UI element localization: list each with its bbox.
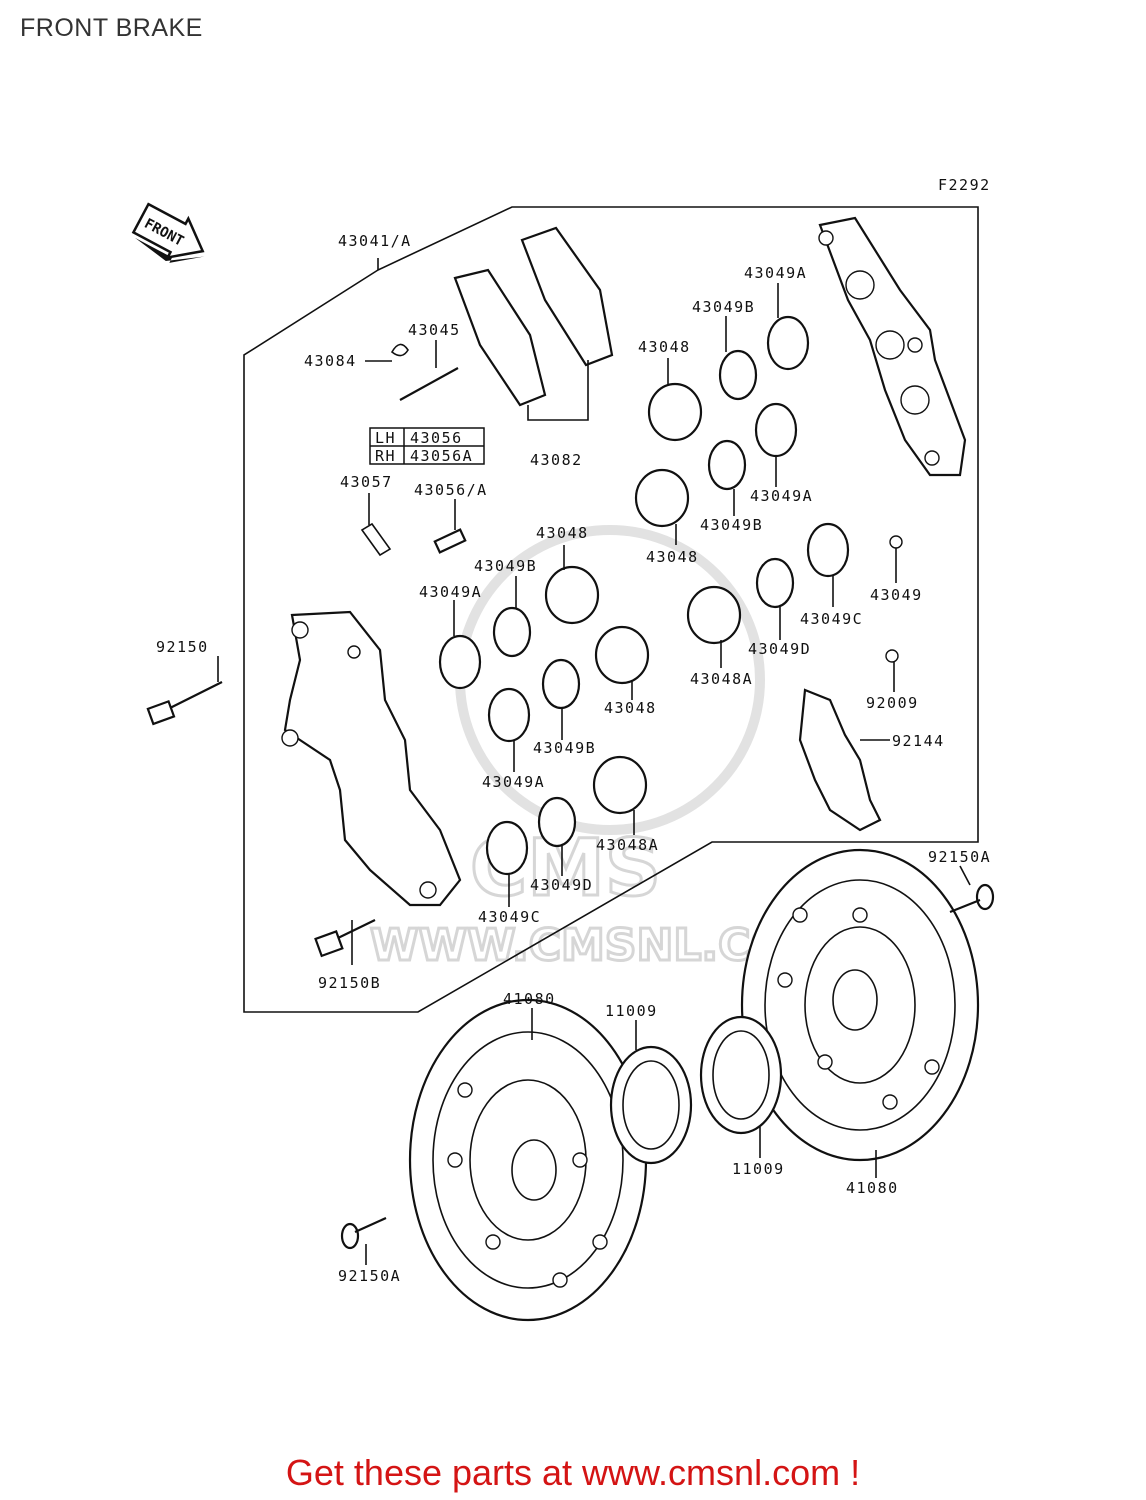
legend-side-lh: LH: [375, 429, 396, 447]
part-labels: 43041/A 43045 43084 43082 43057 43056/A …: [156, 232, 991, 1285]
label-92150a-lower: 92150A: [338, 1267, 401, 1285]
promo-prefix: Get these parts at: [285, 1452, 583, 1493]
legend-part-lh: 43056: [410, 429, 463, 447]
promo-suffix: !: [840, 1452, 861, 1493]
label-43057: 43057: [340, 473, 393, 491]
legend-side-rh: RH: [375, 447, 396, 465]
bolt-92150a-lower: [340, 1216, 387, 1250]
bolt-92150: [146, 681, 223, 726]
page-title: FRONT BRAKE: [20, 14, 203, 42]
caliper-assembly-outline: [243, 206, 979, 1013]
label-92144: 92144: [892, 732, 945, 750]
label-11009-upper: 11009: [605, 1002, 658, 1020]
bolt-92150a-upper: [949, 883, 995, 914]
label-43041-a: 43041/A: [338, 232, 412, 250]
promo-banner: Get these parts at www.cmsnl.com !: [0, 1452, 1146, 1494]
label-92150b: 92150B: [318, 974, 381, 992]
label-43049c-left: 43049C: [478, 908, 541, 926]
label-43056-a: 43056/A: [414, 481, 488, 499]
label-43049a-right: 43049A: [750, 487, 813, 505]
label-92150a-upper: 92150A: [928, 848, 991, 866]
label-43049d-left: 43049D: [530, 876, 593, 894]
label-11009-lower: 11009: [732, 1160, 785, 1178]
front-arrow-icon: FRONT: [131, 202, 205, 263]
leader-lines: [217, 283, 971, 1265]
label-43048a-left: 43048A: [596, 836, 659, 854]
pistons-left: [438, 565, 650, 876]
label-43048-upper-right: 43048: [638, 338, 691, 356]
label-92150: 92150: [156, 638, 209, 656]
label-43049a-top: 43049A: [744, 264, 807, 282]
label-43049: 43049: [870, 586, 923, 604]
label-43082: 43082: [530, 451, 583, 469]
side-legend-table: LH 43056 RH 43056A: [369, 427, 485, 465]
brake-disc-left: [408, 998, 648, 1322]
label-92009: 92009: [866, 694, 919, 712]
label-43049b-right: 43049B: [700, 516, 763, 534]
cmsnl-link[interactable]: www.cmsnl.com: [582, 1452, 841, 1493]
label-43049b-left-lower: 43049B: [533, 739, 596, 757]
label-41080-left: 41080: [503, 990, 556, 1008]
pistons-right: [634, 315, 850, 645]
brake-disc-right: [740, 848, 980, 1162]
legend-part-rh: 43056A: [410, 447, 473, 465]
label-43049c-right: 43049C: [800, 610, 863, 628]
label-43048-upper-left: 43048: [536, 524, 589, 542]
caliper-half-right: [818, 216, 967, 477]
label-43048-mid-left: 43048: [604, 699, 657, 717]
label-43084: 43084: [304, 352, 357, 370]
label-43048a-right: 43048A: [690, 670, 753, 688]
label-43049a-left-upper: 43049A: [419, 583, 482, 601]
label-43048-mid-right: 43048: [646, 548, 699, 566]
figure-code: F2292: [938, 176, 991, 194]
bolt-92150b: [314, 919, 376, 958]
label-43049b-left-upper: 43049B: [474, 557, 537, 575]
label-43049d-right: 43049D: [748, 640, 811, 658]
caliper-body: [281, 610, 462, 907]
label-43045: 43045: [408, 321, 461, 339]
brake-pads: [453, 226, 614, 421]
label-41080-right: 41080: [846, 1179, 899, 1197]
label-43049b-top: 43049B: [692, 298, 755, 316]
label-43049a-left-lower: 43049A: [482, 773, 545, 791]
